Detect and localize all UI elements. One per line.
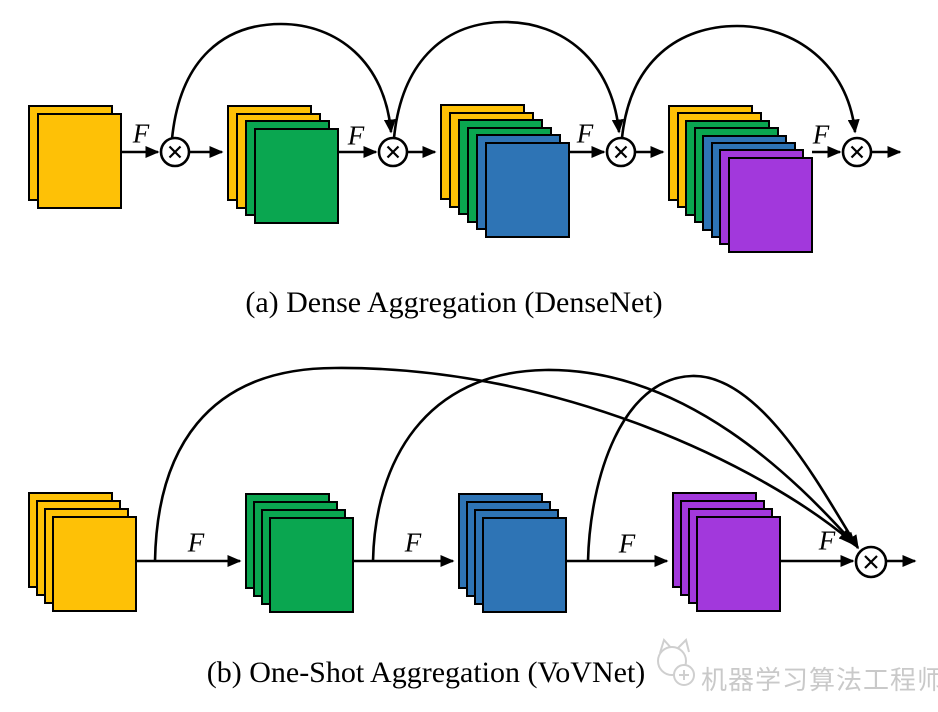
oneshot-arc-b-2: [371, 368, 857, 562]
caption-panel-a: (a) Dense Aggregation (DenseNet): [245, 286, 663, 319]
concat-node: [841, 136, 873, 168]
feature-map-sheet-green: [269, 517, 354, 613]
watermark-logo-icon: [657, 638, 695, 686]
skip-arc-a-2: [392, 20, 624, 139]
watermark-text: 机器学习算法工程师: [701, 666, 938, 696]
feature-map-sheet-green: [254, 127, 339, 224]
concat-node: [377, 136, 409, 168]
multiply-icon: [386, 145, 400, 159]
panel-b-concat-nodes: [854, 545, 888, 579]
multiply-icon: [864, 555, 878, 569]
feature-map-sheet-yellow: [37, 113, 122, 209]
skip-arc-a-3: [620, 24, 860, 139]
f-op-label: F: [404, 527, 422, 558]
f-op-label: F: [618, 528, 636, 559]
multiply-icon: [168, 145, 182, 159]
feature-map-sheet-purple: [696, 516, 781, 612]
feature-map-sheet-blue: [485, 141, 570, 238]
f-op-label: F: [187, 527, 205, 558]
concat-node: [159, 136, 191, 168]
skip-arc-a-1: [170, 22, 396, 140]
concat-node: [605, 136, 637, 168]
f-op-label: F: [812, 119, 830, 150]
caption-panel-b: (b) One-Shot Aggregation (VoVNet): [206, 656, 646, 689]
f-op-label: F: [818, 525, 836, 556]
feature-map-sheet-purple: [727, 156, 813, 253]
multiply-icon: [850, 145, 864, 159]
oneshot-arc-b-3: [586, 374, 860, 562]
feature-map-sheet-yellow: [52, 516, 137, 612]
panel-a-connectors: [122, 20, 902, 158]
multiply-icon: [614, 145, 628, 159]
f-op-label: F: [132, 118, 150, 149]
oneshot-arc-b-1: [153, 366, 854, 562]
feature-map-sheet-blue: [482, 517, 567, 613]
panel-b-connectors: [137, 366, 917, 567]
concat-node: [854, 545, 888, 579]
f-op-label: F: [347, 120, 365, 151]
panel-a-concat-nodes: [159, 136, 873, 168]
f-op-label: F: [576, 118, 594, 149]
